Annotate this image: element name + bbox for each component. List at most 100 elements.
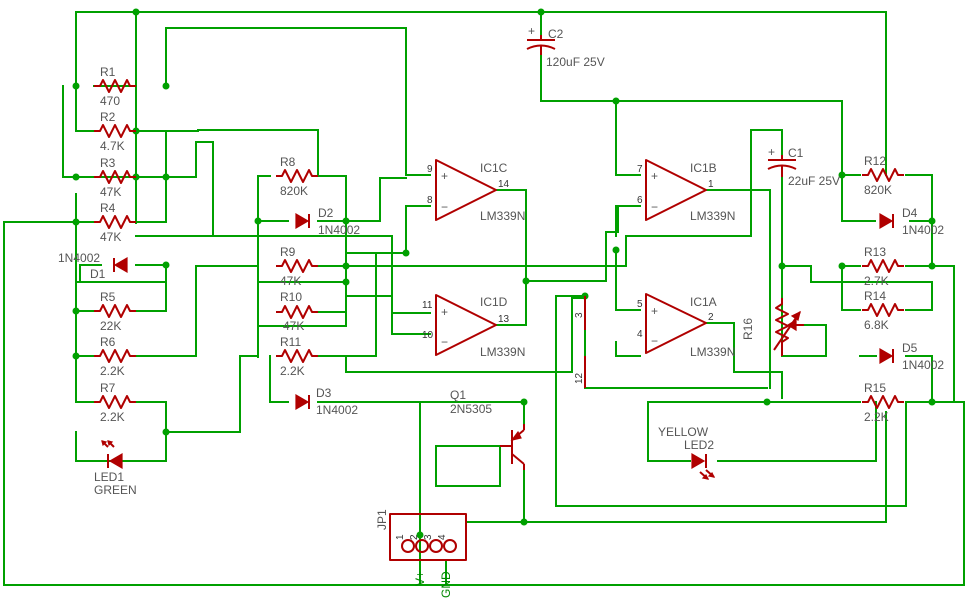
pin12-label: 12 (574, 372, 585, 384)
resistor-r9: R9 47K (275, 245, 319, 288)
r13-value: 2.7K (864, 274, 889, 288)
resistor-r6: R6 2.2K (93, 335, 137, 378)
resistor-r1: R1 470 (93, 65, 137, 108)
ic1b-pin-plus: 7 (637, 164, 643, 175)
r5-name: R5 (100, 290, 116, 304)
d2-value: 1N4002 (318, 223, 360, 237)
ic1b-pin-out: 1 (708, 179, 714, 190)
supply-pin-12: 12 (574, 356, 586, 388)
r12-name: R12 (864, 154, 886, 168)
c2-name: C2 (548, 27, 564, 41)
q1-name: Q1 (450, 388, 466, 402)
r8-name: R8 (280, 155, 296, 169)
r2-value: 4.7K (100, 139, 125, 153)
r16-name: R16 (741, 318, 755, 340)
d1-name: D1 (90, 267, 106, 281)
led1-value: GREEN (94, 483, 137, 497)
jp1-name: JP1 (375, 509, 389, 530)
ic1a-pin-out: 2 (708, 312, 714, 323)
jp1-pin-2: 2 (409, 534, 420, 540)
ic1a-minus: − (651, 334, 658, 348)
d1-value: 1N4002 (58, 251, 100, 265)
c2-plus: + (528, 24, 535, 38)
wires (3, 11, 965, 586)
capacitor-c1: + C1 22uF 25V (767, 145, 840, 188)
r11-value: 2.2K (280, 364, 305, 378)
comparator-ic1c: + − 9 8 14 IC1C LM339N (427, 159, 525, 223)
ic1c-pin-minus: 8 (427, 195, 433, 206)
resistor-r10: R10 47K (275, 290, 319, 333)
r12-value: 820K (864, 183, 892, 197)
led2: YELLOW LED2 (658, 425, 716, 480)
c1-plus: + (768, 145, 775, 159)
diode-d5: D5 1N4002 (879, 341, 944, 372)
ic1c-pin-plus: 9 (427, 164, 433, 175)
r15-name: R15 (864, 381, 886, 395)
c1-name: C1 (788, 146, 804, 160)
resistor-r5: R5 22K (93, 290, 137, 333)
gnd-label: GND (439, 571, 453, 598)
ic1d-pin-minus: 10 (422, 330, 434, 341)
r14-name: R14 (864, 289, 886, 303)
ic1b-name: IC1B (690, 161, 717, 175)
r6-value: 2.2K (100, 364, 125, 378)
led2-value: YELLOW (658, 425, 709, 439)
ic1c-name: IC1C (480, 161, 508, 175)
jp1-pin-4: 4 (437, 534, 448, 540)
ic1d-pin-out: 13 (498, 314, 510, 325)
r7-name: R7 (100, 381, 116, 395)
r1-value: 470 (100, 94, 120, 108)
diode-d4: D4 1N4002 (879, 206, 944, 237)
led1: LED1 GREEN (94, 440, 137, 497)
jp1-pin-3: 3 (423, 534, 434, 540)
ic1a-plus: + (651, 304, 658, 318)
comparator-ic1d: + − 11 10 13 IC1D LM339N (422, 294, 525, 359)
junctions (72, 8, 936, 539)
led1-name: LED1 (94, 470, 124, 484)
ic1d-pin-plus: 11 (422, 300, 433, 311)
ic1b-minus: − (651, 200, 658, 214)
ic1d-name: IC1D (480, 295, 508, 309)
connector-jp1: 1 2 3 4 JP1 V+ GND (375, 509, 467, 598)
ic1b-pin-minus: 6 (637, 195, 643, 206)
resistor-r7: R7 2.2K (93, 381, 137, 424)
r9-value: 47K (280, 274, 301, 288)
comparator-ic1b: + − 7 6 1 IC1B LM339N (637, 159, 735, 223)
transistor-q1: Q1 2N5305 (450, 388, 525, 470)
resistor-r14: R14 6.8K (861, 289, 905, 332)
d4-name: D4 (902, 206, 918, 220)
d2-name: D2 (318, 206, 334, 220)
r10-value: 47K (283, 319, 304, 333)
c2-value: 120uF 25V (546, 55, 605, 69)
ic1a-value: LM339N (690, 345, 735, 359)
resistor-r11: R11 2.2K (275, 335, 319, 378)
r5-value: 22K (100, 319, 121, 333)
resistor-r13: R13 2.7K (861, 245, 905, 288)
ic1c-value: LM339N (480, 209, 525, 223)
vplus-label: V+ (413, 571, 427, 586)
ic1b-value: LM339N (690, 209, 735, 223)
ic1c-pin-out: 14 (498, 179, 510, 190)
potentiometer-r16: R16 (741, 298, 804, 356)
r2-name: R2 (100, 110, 116, 124)
r15-value: 2.2K (864, 410, 889, 424)
resistor-r15: R15 2.2K (861, 381, 905, 424)
ic1c-plus: + (441, 169, 448, 183)
q1-value: 2N5305 (450, 402, 492, 416)
resistor-r12: R12 820K (861, 154, 905, 197)
pin3-label: 3 (574, 312, 585, 318)
resistor-r8: R8 820K (275, 155, 319, 198)
r4-name: R4 (100, 201, 116, 215)
d5-name: D5 (902, 341, 918, 355)
ic1d-minus: − (441, 335, 448, 349)
capacitor-c2: + C2 120uF 25V (526, 24, 605, 69)
r11-name: R11 (280, 335, 301, 349)
r6-name: R6 (100, 335, 116, 349)
r4-value: 47K (100, 230, 121, 244)
d5-value: 1N4002 (902, 358, 944, 372)
ic1d-plus: + (441, 305, 448, 319)
r10-name: R10 (280, 290, 302, 304)
supply-pin-3: 3 (574, 296, 586, 330)
led2-name: LED2 (684, 438, 714, 452)
